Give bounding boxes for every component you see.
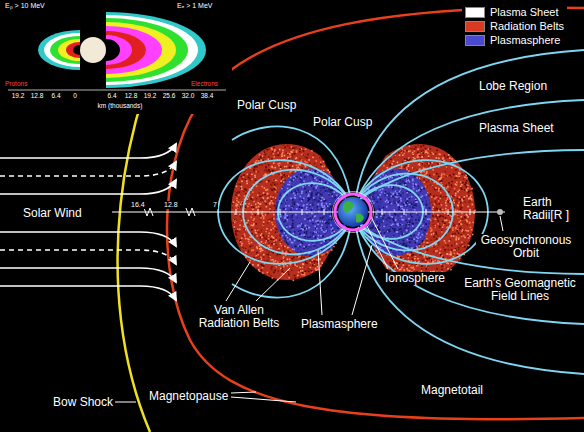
magnetosphere-figure: Polar CuspPolar CuspLobe RegionPlasma Sh… bbox=[0, 0, 584, 432]
